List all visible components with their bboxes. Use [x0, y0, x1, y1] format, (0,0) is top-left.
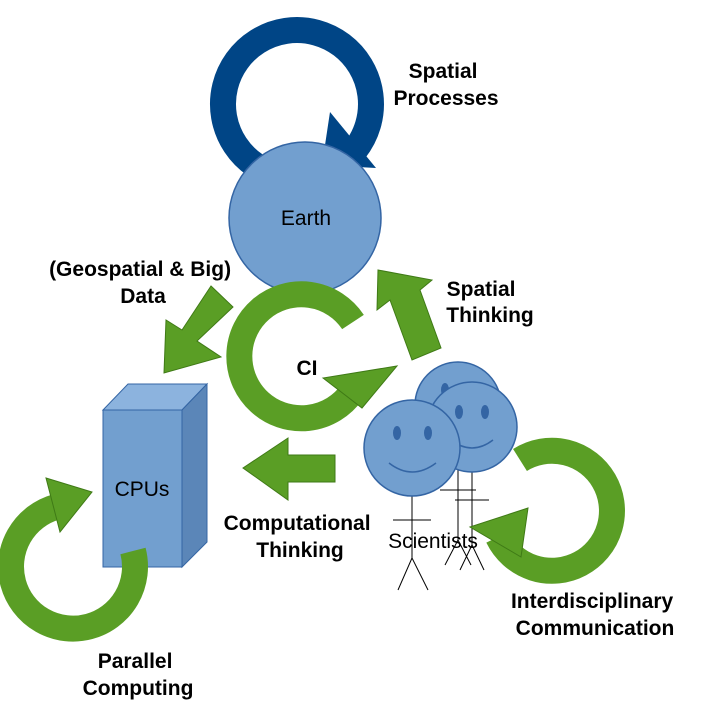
spatial-thinking-label: Spatial Thinking [446, 278, 534, 327]
ci-label: CI [297, 357, 318, 380]
parallel-computing-label: Parallel Computing [83, 650, 194, 700]
data-arrow-icon [163, 285, 234, 374]
cpus-label: CPUs [115, 478, 170, 501]
cpus-node: CPUs [101, 382, 209, 569]
scientists-label: Scientists [388, 530, 478, 553]
computational-thinking-label: Computational Thinking [224, 512, 377, 562]
earth-node: Earth [228, 141, 382, 295]
scientist-face-icon [363, 399, 461, 591]
earth-label: Earth [281, 207, 331, 230]
computational-thinking-arrow-icon [242, 437, 336, 501]
spatial-processes-label: Spatial Processes [393, 60, 498, 110]
interdisciplinary-communication-label: Interdisciplinary Communication [511, 590, 679, 640]
parallel-computing-cycle-icon [0, 477, 148, 642]
interdisciplinary-communication-cycle-icon [468, 437, 625, 584]
scientists-group: Scientists [363, 361, 518, 591]
spatial-thinking-arrow-icon [376, 269, 442, 361]
data-label: (Geospatial & Big) Data [49, 258, 237, 308]
ci-cycle-icon [226, 281, 399, 432]
